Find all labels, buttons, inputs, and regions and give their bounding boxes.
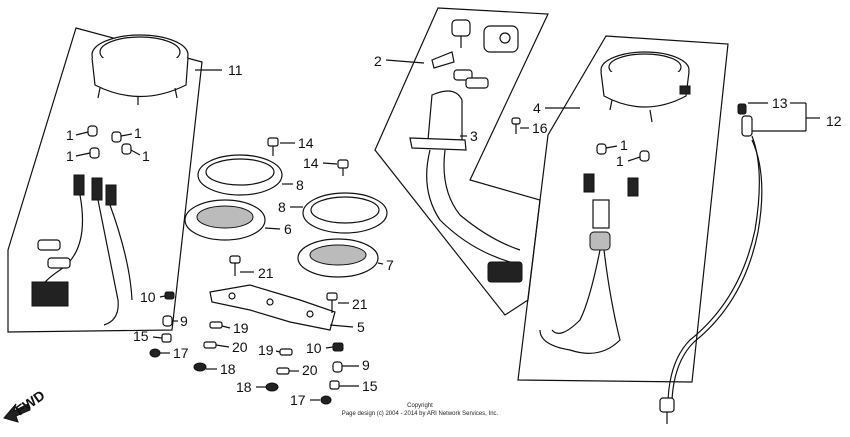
ignition-switch <box>409 19 523 283</box>
screw-21-b <box>326 292 338 313</box>
callout-3: 3 <box>470 128 478 144</box>
right-panel-outline <box>517 35 729 383</box>
ring-8-right <box>302 192 388 234</box>
callout-18-b: 18 <box>236 379 252 395</box>
callout-15-a: 15 <box>133 328 149 344</box>
callout-21-b: 21 <box>352 296 368 312</box>
callout-14-a: 14 <box>298 135 314 151</box>
screws-14 <box>267 137 349 176</box>
callout-1-b: 1 <box>134 125 142 141</box>
callout-5: 5 <box>357 319 365 335</box>
fwd-label: FWD <box>12 387 47 418</box>
callout-7: 7 <box>386 257 394 273</box>
callout-14-b: 14 <box>303 155 319 171</box>
callout-21-a: 21 <box>258 265 274 281</box>
callout-1-c: 1 <box>66 148 74 164</box>
callout-2: 2 <box>374 53 382 69</box>
callout-19-b: 19 <box>258 342 274 358</box>
callout-1-d: 1 <box>142 148 150 164</box>
callout-17-b: 17 <box>290 392 306 408</box>
callout-6: 6 <box>284 221 292 237</box>
callout-20-b: 20 <box>302 362 318 378</box>
callout-8-b: 8 <box>278 199 286 215</box>
callout-8-a: 8 <box>296 177 304 193</box>
callout-10-b: 10 <box>306 340 322 356</box>
callout-1-a: 1 <box>66 127 74 143</box>
case-7 <box>297 238 379 278</box>
callout-19-a: 19 <box>233 320 249 336</box>
callout-15-b: 15 <box>362 378 378 394</box>
callout-9-a: 9 <box>180 313 188 329</box>
copyright-line-2: Page design (c) 2004 - 2014 by ARI Netwo… <box>342 411 499 417</box>
callout-9-b: 9 <box>362 357 370 373</box>
tachometer-gauge <box>600 51 691 123</box>
small-hardware <box>149 291 344 405</box>
callout-12: 12 <box>826 113 842 129</box>
callout-1-f: 1 <box>616 153 624 169</box>
copyright-line-1: Copyright <box>407 403 433 409</box>
case-6 <box>184 199 266 241</box>
callout-13: 13 <box>772 95 788 111</box>
callout-17-a: 17 <box>173 345 189 361</box>
bracket-5 <box>209 284 336 331</box>
bulb-sockets-left <box>87 125 132 159</box>
bracket-12-13 <box>748 102 820 132</box>
callout-10-a: 10 <box>140 289 156 305</box>
callout-1-e: 1 <box>620 137 628 153</box>
callout-16: 16 <box>532 120 548 136</box>
wire-harness-right <box>539 173 639 354</box>
speedometer-gauge <box>91 34 189 105</box>
screw-21-a <box>229 255 241 276</box>
callout-11: 11 <box>228 62 243 78</box>
callout-20-a: 20 <box>232 339 248 355</box>
fwd-arrow: FWD <box>3 387 48 423</box>
ring-8-left <box>197 154 283 196</box>
callout-4: 4 <box>533 100 541 116</box>
wire-harness-left <box>31 174 133 326</box>
speedometer-cable <box>659 103 763 424</box>
callout-18-a: 18 <box>220 361 236 377</box>
